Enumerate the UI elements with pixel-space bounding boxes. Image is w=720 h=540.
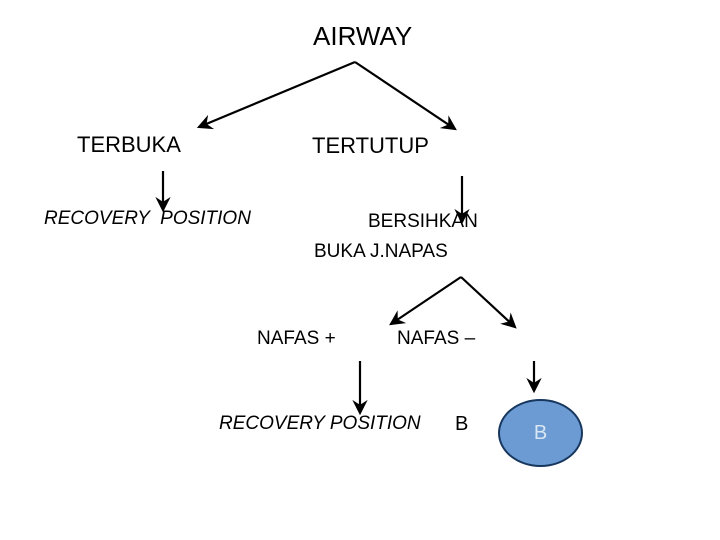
node-b-text: B	[455, 413, 469, 435]
node-recovery-position-bottom: RECOVERY POSITION	[219, 413, 421, 434]
arrow-buka-nafas-plus	[389, 276, 462, 326]
node-buka-jnapas: BUKA J.NAPAS	[314, 241, 448, 262]
arrow-airway-terbuka	[196, 60, 356, 130]
node-tertutup: TERTUTUP	[312, 133, 429, 158]
arrow-airway-tertutup	[354, 61, 457, 131]
node-nafas-plus: NAFAS +	[257, 328, 336, 349]
node-airway: AIRWAY	[313, 21, 413, 51]
arrow-buka-nafas-minus	[460, 276, 517, 329]
node-b-ellipse: B	[498, 399, 583, 467]
node-bersihkan: BERSIHKAN	[368, 211, 478, 232]
ellipse-b-label: B	[533, 421, 548, 444]
node-nafas-minus: NAFAS –	[397, 328, 476, 349]
node-terbuka: TERBUKA	[77, 132, 181, 157]
node-recovery-position-top: RECOVERY POSITION	[44, 208, 251, 229]
